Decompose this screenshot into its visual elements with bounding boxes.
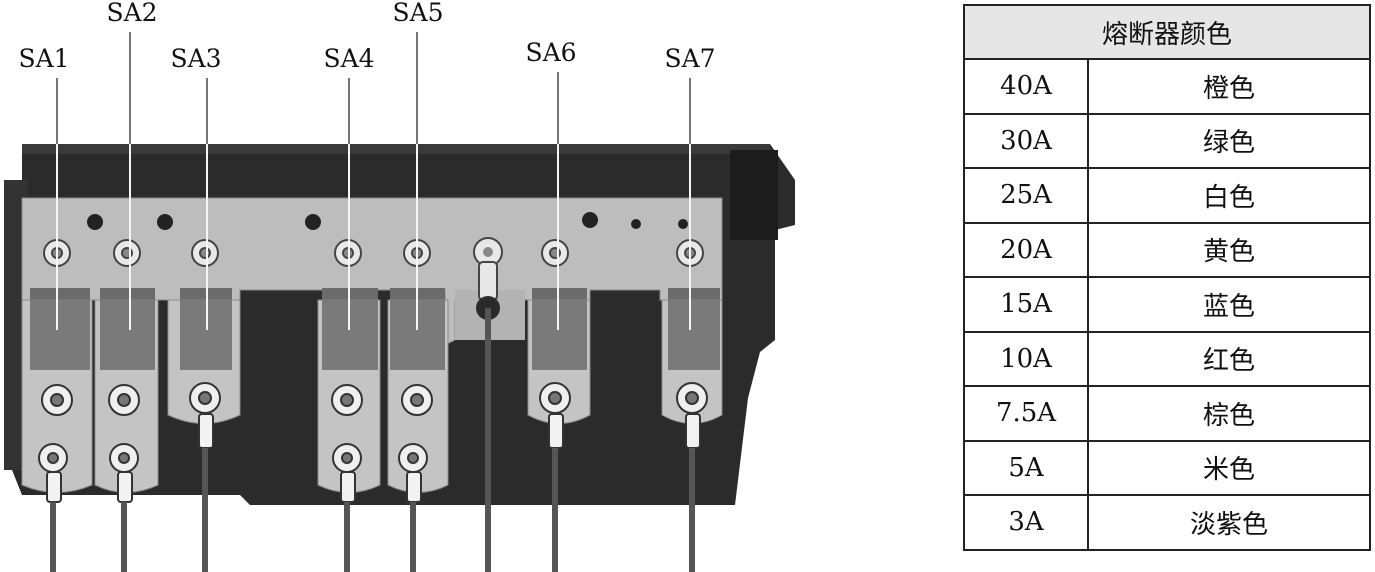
table-row: 7.5A 棕色	[963, 385, 1371, 442]
fuse-color: 蓝色	[1087, 276, 1371, 333]
label-sa6: SA6	[525, 38, 577, 67]
fuse-rating: 40A	[963, 58, 1089, 115]
housing-top-edge	[22, 144, 770, 154]
table-row: 40A 橙色	[963, 58, 1371, 115]
fuse-rating: 15A	[963, 276, 1089, 333]
table-row: 3A 淡紫色	[963, 494, 1371, 551]
fuse-color: 橙色	[1087, 58, 1371, 115]
fuse-rating: 10A	[963, 330, 1089, 387]
table-row: 30A 绿色	[963, 112, 1371, 169]
label-sa4: SA4	[323, 44, 375, 73]
housing-right-bracket	[730, 150, 778, 240]
table-row: 10A 红色	[963, 330, 1371, 387]
table-header-row: 熔断器颜色	[963, 4, 1371, 60]
fuse-rating: 7.5A	[963, 385, 1089, 442]
fuse-color-table: 熔断器颜色 40A 橙色 30A 绿色 25A 白色 20A 黄色 15A 蓝色…	[963, 4, 1371, 551]
table-header: 熔断器颜色	[963, 4, 1371, 60]
fuse-color: 白色	[1087, 167, 1371, 224]
fuse-rating: 20A	[963, 221, 1089, 278]
fuse-color: 淡紫色	[1087, 494, 1371, 551]
table-row: 25A 白色	[963, 167, 1371, 224]
fuse-rating: 5A	[963, 439, 1089, 496]
table-row: 5A 米色	[963, 439, 1371, 496]
label-sa5: SA5	[392, 0, 444, 27]
output-wires	[50, 448, 695, 572]
fuse-windows	[30, 300, 720, 370]
label-sa2: SA2	[106, 0, 158, 27]
leader-lines-outer	[56, 32, 691, 144]
fuse-color: 米色	[1087, 439, 1371, 496]
fuse-color: 红色	[1087, 330, 1371, 387]
middle-studs	[41, 382, 708, 416]
fuse-rating: 30A	[963, 112, 1089, 169]
fuse-box-diagram	[4, 32, 795, 572]
fuse-rating: 25A	[963, 167, 1089, 224]
mounting-holes	[87, 212, 688, 230]
fuse-rating: 3A	[963, 494, 1089, 551]
label-sa3: SA3	[170, 44, 222, 73]
label-sa7: SA7	[664, 44, 716, 73]
table-row: 15A 蓝色	[963, 276, 1371, 333]
table-row: 20A 黄色	[963, 221, 1371, 278]
feed-terminal	[473, 237, 503, 572]
fuse-color: 棕色	[1087, 385, 1371, 442]
fuse-color: 黄色	[1087, 221, 1371, 278]
label-sa1: SA1	[18, 44, 70, 73]
fuse-color: 绿色	[1087, 112, 1371, 169]
